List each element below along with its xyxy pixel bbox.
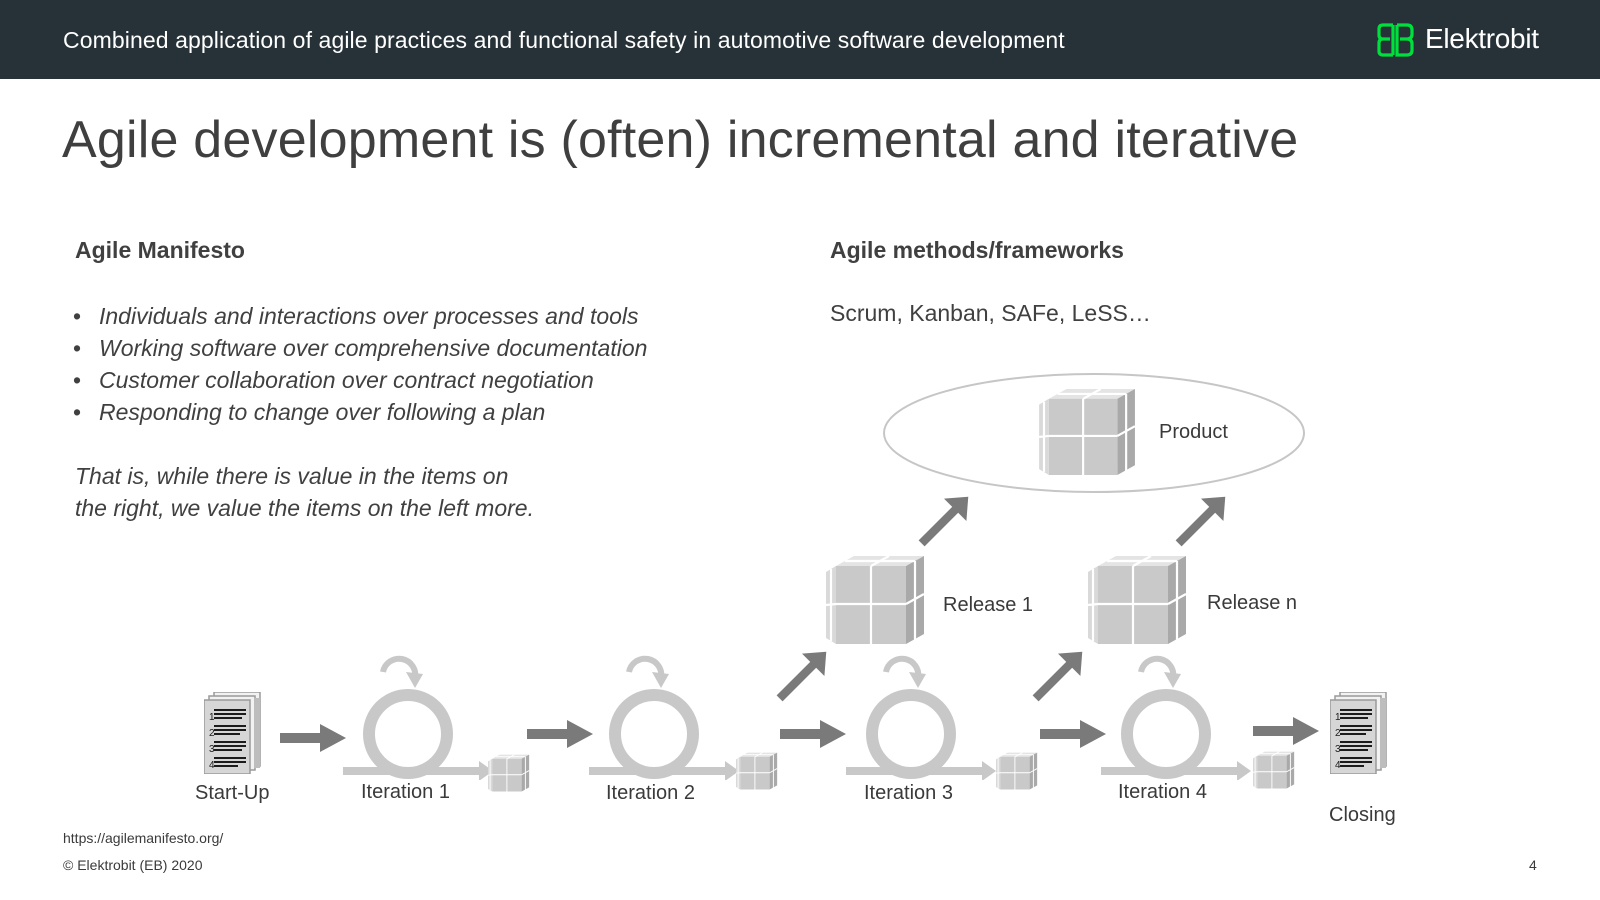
closing-label: Closing <box>1329 804 1396 826</box>
manifesto-value: Individuals and interactions over proces… <box>73 300 647 332</box>
header-bar: Combined application of agile practices … <box>0 0 1600 79</box>
manifesto-value: Working software over comprehensive docu… <box>73 332 647 364</box>
iteration-2-loop-icon <box>589 659 739 781</box>
methods-text: Scrum, Kanban, SAFe, LeSS… <box>830 300 1151 326</box>
page-number: 4 <box>1529 857 1537 873</box>
iteration-4-label: Iteration 4 <box>1118 781 1207 803</box>
arrow-right-icon <box>527 720 593 748</box>
doc-number: 2 <box>209 728 215 739</box>
iteration-3-loop-icon <box>846 659 996 781</box>
release-n-label: Release n <box>1207 592 1298 614</box>
doc-number: 3 <box>209 744 215 755</box>
iteration-3-label: Iteration 3 <box>864 782 953 804</box>
manifesto-values-list: Individuals and interactions over proces… <box>73 300 647 428</box>
manifesto-note: That is, while there is value in the ite… <box>75 460 635 524</box>
arrow-right-icon <box>780 720 846 748</box>
arrow-to-release-n-icon <box>1036 652 1083 699</box>
doc-number: 1 <box>209 712 215 723</box>
presentation-title: Combined application of agile practices … <box>63 27 1065 53</box>
slide-title: Agile development is (often) incremental… <box>62 111 1299 169</box>
arrow-right-icon <box>1253 717 1319 745</box>
release-1-cube-icon <box>826 556 926 646</box>
iteration-2-label: Iteration 2 <box>606 782 695 804</box>
iteration-1-label: Iteration 1 <box>361 781 450 803</box>
eb-logo-icon <box>1377 23 1414 57</box>
doc-number: 2 <box>1335 728 1341 739</box>
start-up-label: Start-Up <box>195 782 270 804</box>
increment-3-cube-icon <box>996 752 1038 791</box>
arrow-release1-to-product-icon <box>922 497 969 544</box>
increment-2-cube-icon <box>736 752 778 791</box>
logo-wordmark: Elektrobit <box>1425 23 1539 54</box>
arrow-right-icon <box>280 724 346 752</box>
copyright-text: © Elektrobit (EB) 2020 <box>63 857 203 873</box>
iteration-4-loop-icon <box>1101 659 1251 781</box>
doc-number: 4 <box>1335 760 1341 771</box>
iteration-1-loop-icon <box>343 659 493 781</box>
doc-number: 1 <box>1335 712 1341 723</box>
release-n-cube-icon <box>1088 556 1188 646</box>
release-1-label: Release 1 <box>943 594 1034 616</box>
manifesto-value: Responding to change over following a pl… <box>73 396 647 428</box>
methods-heading: Agile methods/frameworks <box>830 237 1124 263</box>
arrow-releasen-to-product-icon <box>1179 497 1226 544</box>
doc-number: 3 <box>1335 744 1341 755</box>
arrow-right-icon <box>1040 720 1106 748</box>
doc-number: 4 <box>209 760 215 771</box>
manifesto-note-line: the right, we value the items on the lef… <box>75 495 534 521</box>
manifesto-note-line: That is, while there is value in the ite… <box>75 463 509 489</box>
increment-1-cube-icon <box>488 754 530 793</box>
manifesto-heading: Agile Manifesto <box>75 237 245 263</box>
product-cube-icon <box>1039 389 1137 477</box>
arrow-to-release-1-icon <box>780 652 827 699</box>
product-label: Product <box>1159 421 1228 443</box>
manifesto-value: Customer collaboration over contract neg… <box>73 364 647 396</box>
increment-4-cube-icon <box>1253 751 1295 790</box>
source-link[interactable]: https://agilemanifesto.org/ <box>63 830 224 846</box>
